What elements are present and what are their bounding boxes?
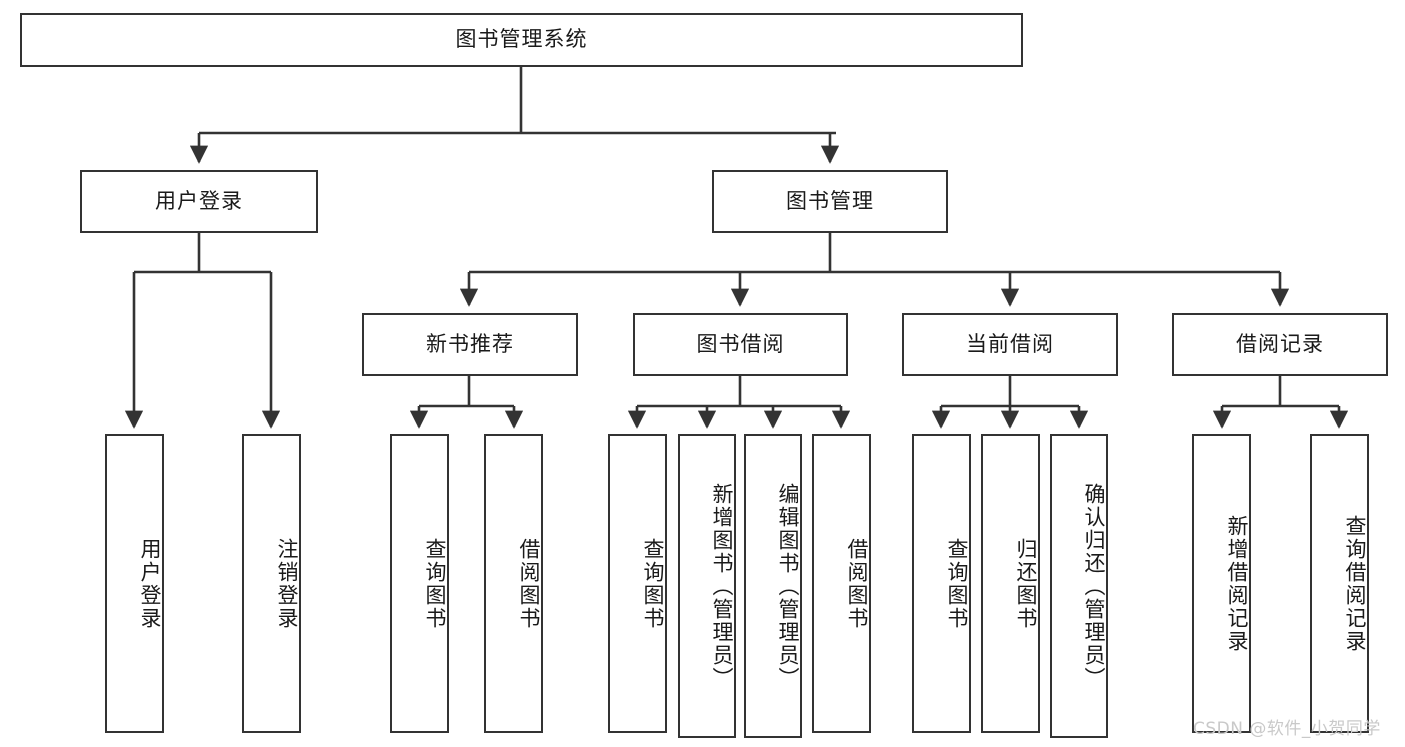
- leaf-user-login-signout[interactable]: 注销登录: [242, 434, 301, 733]
- leaf-current-borrow-return[interactable]: 归还图书: [981, 434, 1040, 733]
- node-current-borrow[interactable]: 当前借阅: [902, 313, 1118, 376]
- leaf-new-book-query[interactable]: 查询图书: [390, 434, 449, 733]
- leaf-book-borrow-add[interactable]: 新增图书（管理员）: [678, 434, 736, 738]
- node-new-book-recommend[interactable]: 新书推荐: [362, 313, 578, 376]
- node-root-system[interactable]: 图书管理系统: [20, 13, 1023, 67]
- node-borrow-record[interactable]: 借阅记录: [1172, 313, 1388, 376]
- node-book-management[interactable]: 图书管理: [712, 170, 948, 233]
- node-current-borrow-label: 当前借阅: [966, 331, 1054, 356]
- leaf-book-borrow-query-label: 查询图书: [641, 537, 665, 630]
- leaf-book-borrow-edit[interactable]: 编辑图书（管理员）: [744, 434, 802, 738]
- leaf-book-borrow-add-label: 新增图书（管理员）: [710, 482, 734, 690]
- node-book-management-label: 图书管理: [786, 188, 874, 213]
- leaf-current-borrow-confirm-label: 确认归还（管理员）: [1082, 482, 1106, 690]
- leaf-borrow-record-query-label: 查询借阅记录: [1343, 514, 1367, 653]
- leaf-book-borrow-edit-label: 编辑图书（管理员）: [776, 482, 800, 690]
- leaf-new-book-query-label: 查询图书: [423, 537, 447, 630]
- leaf-borrow-record-add[interactable]: 新增借阅记录: [1192, 434, 1251, 733]
- node-book-borrow[interactable]: 图书借阅: [633, 313, 848, 376]
- leaf-user-login-signout-label: 注销登录: [275, 537, 299, 630]
- node-user-login-label: 用户登录: [155, 188, 243, 213]
- leaf-current-borrow-query[interactable]: 查询图书: [912, 434, 971, 733]
- leaf-book-borrow-lend-label: 借阅图书: [845, 537, 869, 630]
- leaf-book-borrow-query[interactable]: 查询图书: [608, 434, 667, 733]
- leaf-book-borrow-lend[interactable]: 借阅图书: [812, 434, 871, 733]
- leaf-current-borrow-confirm[interactable]: 确认归还（管理员）: [1050, 434, 1108, 738]
- leaf-borrow-record-add-label: 新增借阅记录: [1225, 514, 1249, 653]
- leaf-user-login-signin-label: 用户登录: [138, 537, 162, 630]
- leaf-current-borrow-return-label: 归还图书: [1014, 537, 1038, 630]
- leaf-user-login-signin[interactable]: 用户登录: [105, 434, 164, 733]
- leaf-new-book-borrow[interactable]: 借阅图书: [484, 434, 543, 733]
- leaf-current-borrow-query-label: 查询图书: [945, 537, 969, 630]
- csdn-watermark: CSDN @软件_小贺同学: [1193, 719, 1381, 739]
- leaf-borrow-record-query[interactable]: 查询借阅记录: [1310, 434, 1369, 733]
- node-borrow-record-label: 借阅记录: [1236, 331, 1324, 356]
- node-new-book-recommend-label: 新书推荐: [426, 331, 514, 356]
- leaf-new-book-borrow-label: 借阅图书: [517, 537, 541, 630]
- node-root-system-label: 图书管理系统: [455, 27, 588, 52]
- node-book-borrow-label: 图书借阅: [696, 331, 785, 356]
- node-user-login[interactable]: 用户登录: [80, 170, 318, 233]
